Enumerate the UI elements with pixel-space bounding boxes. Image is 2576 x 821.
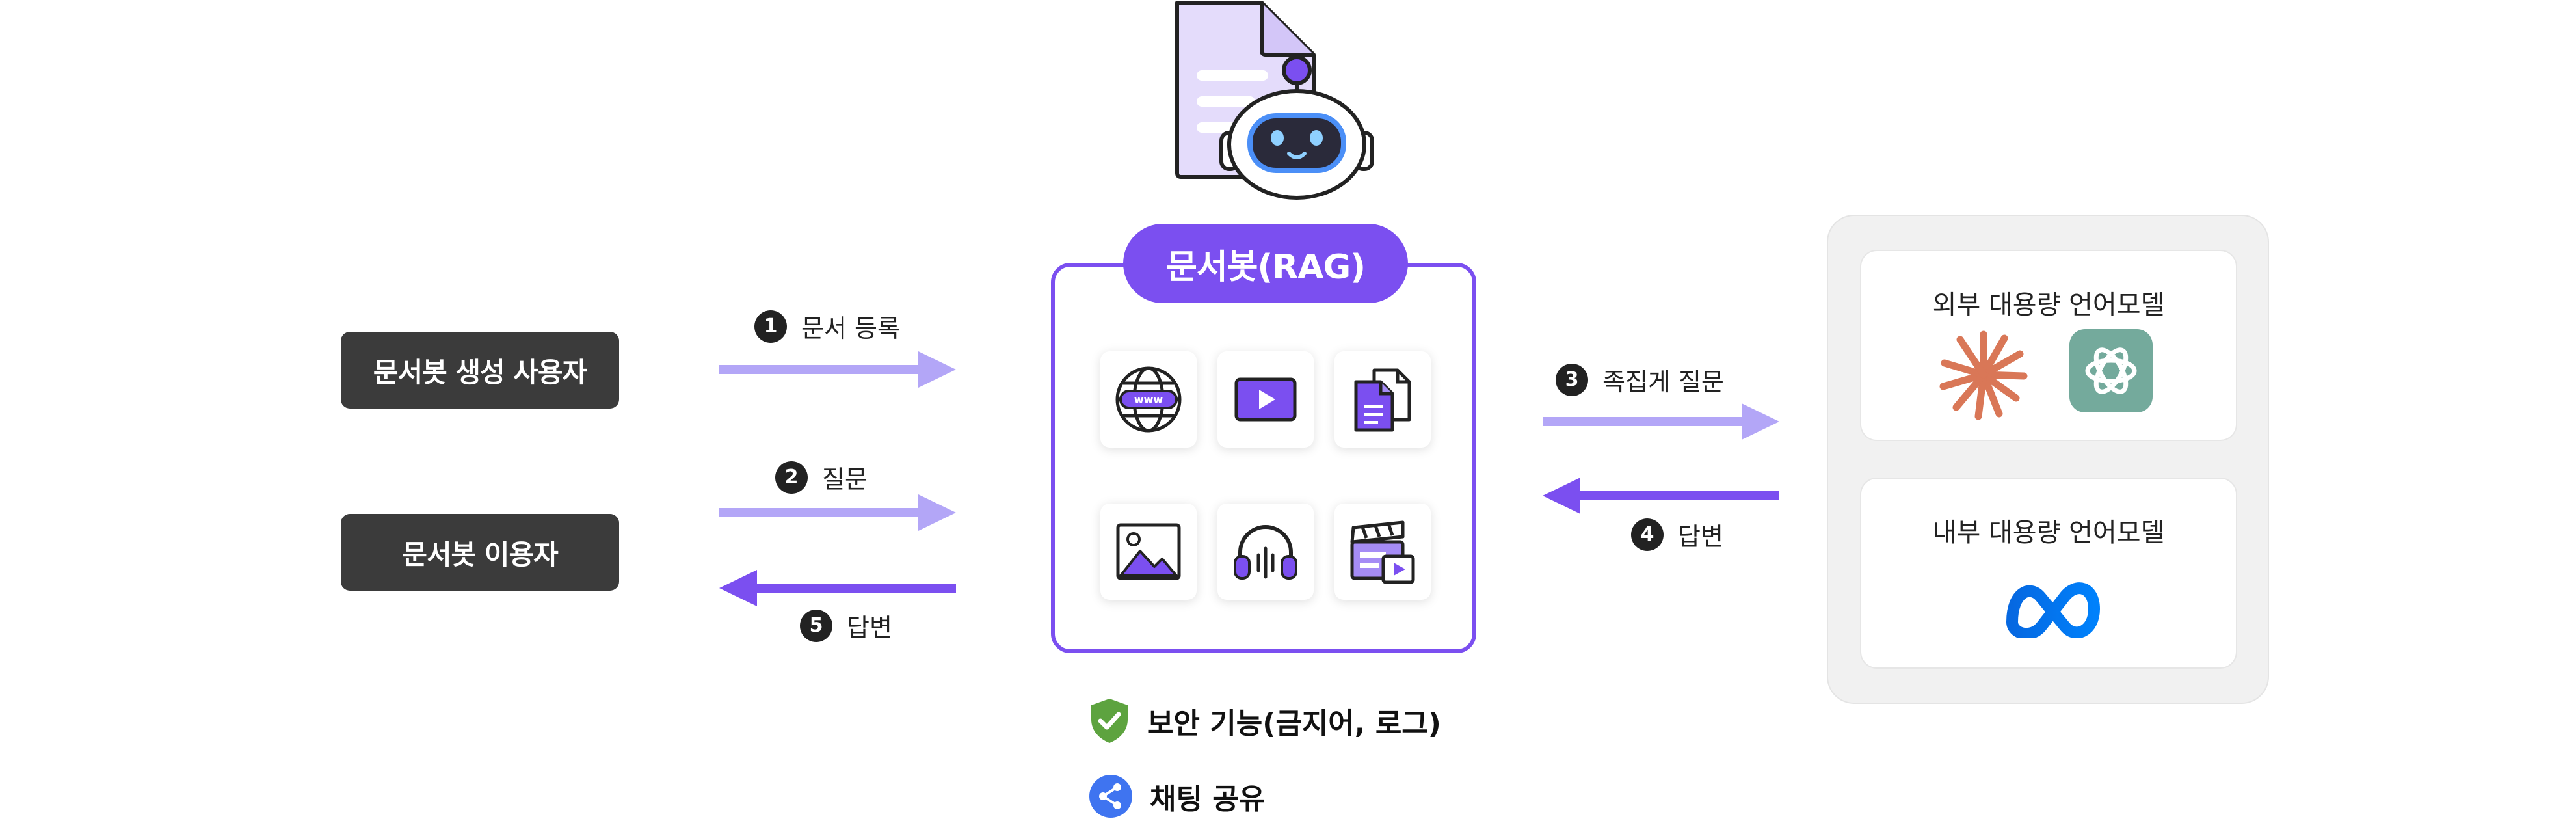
step-text: 질문 [822, 465, 868, 494]
svg-text:www: www [1134, 394, 1163, 406]
step-number-badge: 5 [800, 609, 832, 642]
step-number-badge: 1 [754, 310, 787, 343]
arrow-precise-question [1543, 403, 1779, 440]
share-icon [1089, 775, 1132, 818]
arrow-question [719, 494, 956, 531]
arrow-answer-left [719, 570, 956, 606]
arrow-answer-right [1543, 478, 1779, 514]
step-5-label: 5 답변 [800, 608, 892, 643]
external-llm-card: 외부 대용량 언어모델 [1860, 250, 2237, 441]
step-number-badge: 4 [1631, 518, 1664, 551]
end-user-label: 문서봇 이용자 [402, 538, 558, 571]
audio-icon [1234, 525, 1297, 580]
image-tile [1100, 504, 1197, 600]
step-text: 답변 [1678, 522, 1723, 551]
document-icon [1354, 368, 1411, 432]
rag-title-badge: 문서봇(RAG) [1123, 224, 1408, 303]
arrow-register-document [719, 351, 956, 388]
video-tile [1217, 351, 1314, 448]
claude-logo [1939, 330, 2028, 420]
step-number-badge: 3 [1556, 363, 1588, 396]
clapperboard-icon [1350, 520, 1415, 584]
step-number-badge: 2 [775, 461, 808, 494]
clapperboard-tile [1334, 504, 1431, 600]
external-llm-title: 외부 대용량 언어모델 [1932, 290, 2165, 320]
web-icon: www [1115, 366, 1182, 433]
document-tile [1334, 351, 1431, 448]
creator-user-label: 문서봇 생성 사용자 [373, 356, 587, 388]
creator-user-box: 문서봇 생성 사용자 [341, 332, 619, 409]
web-tile: www [1100, 351, 1197, 448]
internal-llm-card: 내부 대용량 언어모델 [1860, 478, 2237, 669]
feature-security: 보안 기능(금지어, 로그) [1089, 697, 1441, 744]
step-4-label: 4 답변 [1631, 517, 1723, 552]
rag-title: 문서봇(RAG) [1165, 247, 1366, 287]
step-2-label: 2 질문 [775, 459, 868, 495]
meta-logo [2006, 582, 2100, 638]
internal-llm-title: 내부 대용량 언어모델 [1932, 518, 2165, 548]
feature-security-label: 보안 기능(금지어, 로그) [1147, 707, 1441, 740]
step-text: 족집게 질문 [1602, 368, 1724, 396]
step-text: 문서 등록 [801, 314, 900, 343]
audio-tile [1217, 504, 1314, 600]
robot-document-illustration [1175, 1, 1374, 200]
image-icon [1116, 523, 1181, 580]
openai-logo [2069, 329, 2153, 412]
shield-check-icon [1091, 699, 1128, 743]
end-user-box: 문서봇 이용자 [341, 514, 619, 591]
feature-chat-share: 채팅 공유 [1089, 774, 1265, 818]
video-icon [1234, 377, 1297, 422]
step-1-label: 1 문서 등록 [754, 308, 900, 344]
step-3-label: 3 족집게 질문 [1556, 362, 1724, 397]
step-text: 답변 [847, 613, 892, 642]
feature-chat-share-label: 채팅 공유 [1150, 783, 1266, 816]
